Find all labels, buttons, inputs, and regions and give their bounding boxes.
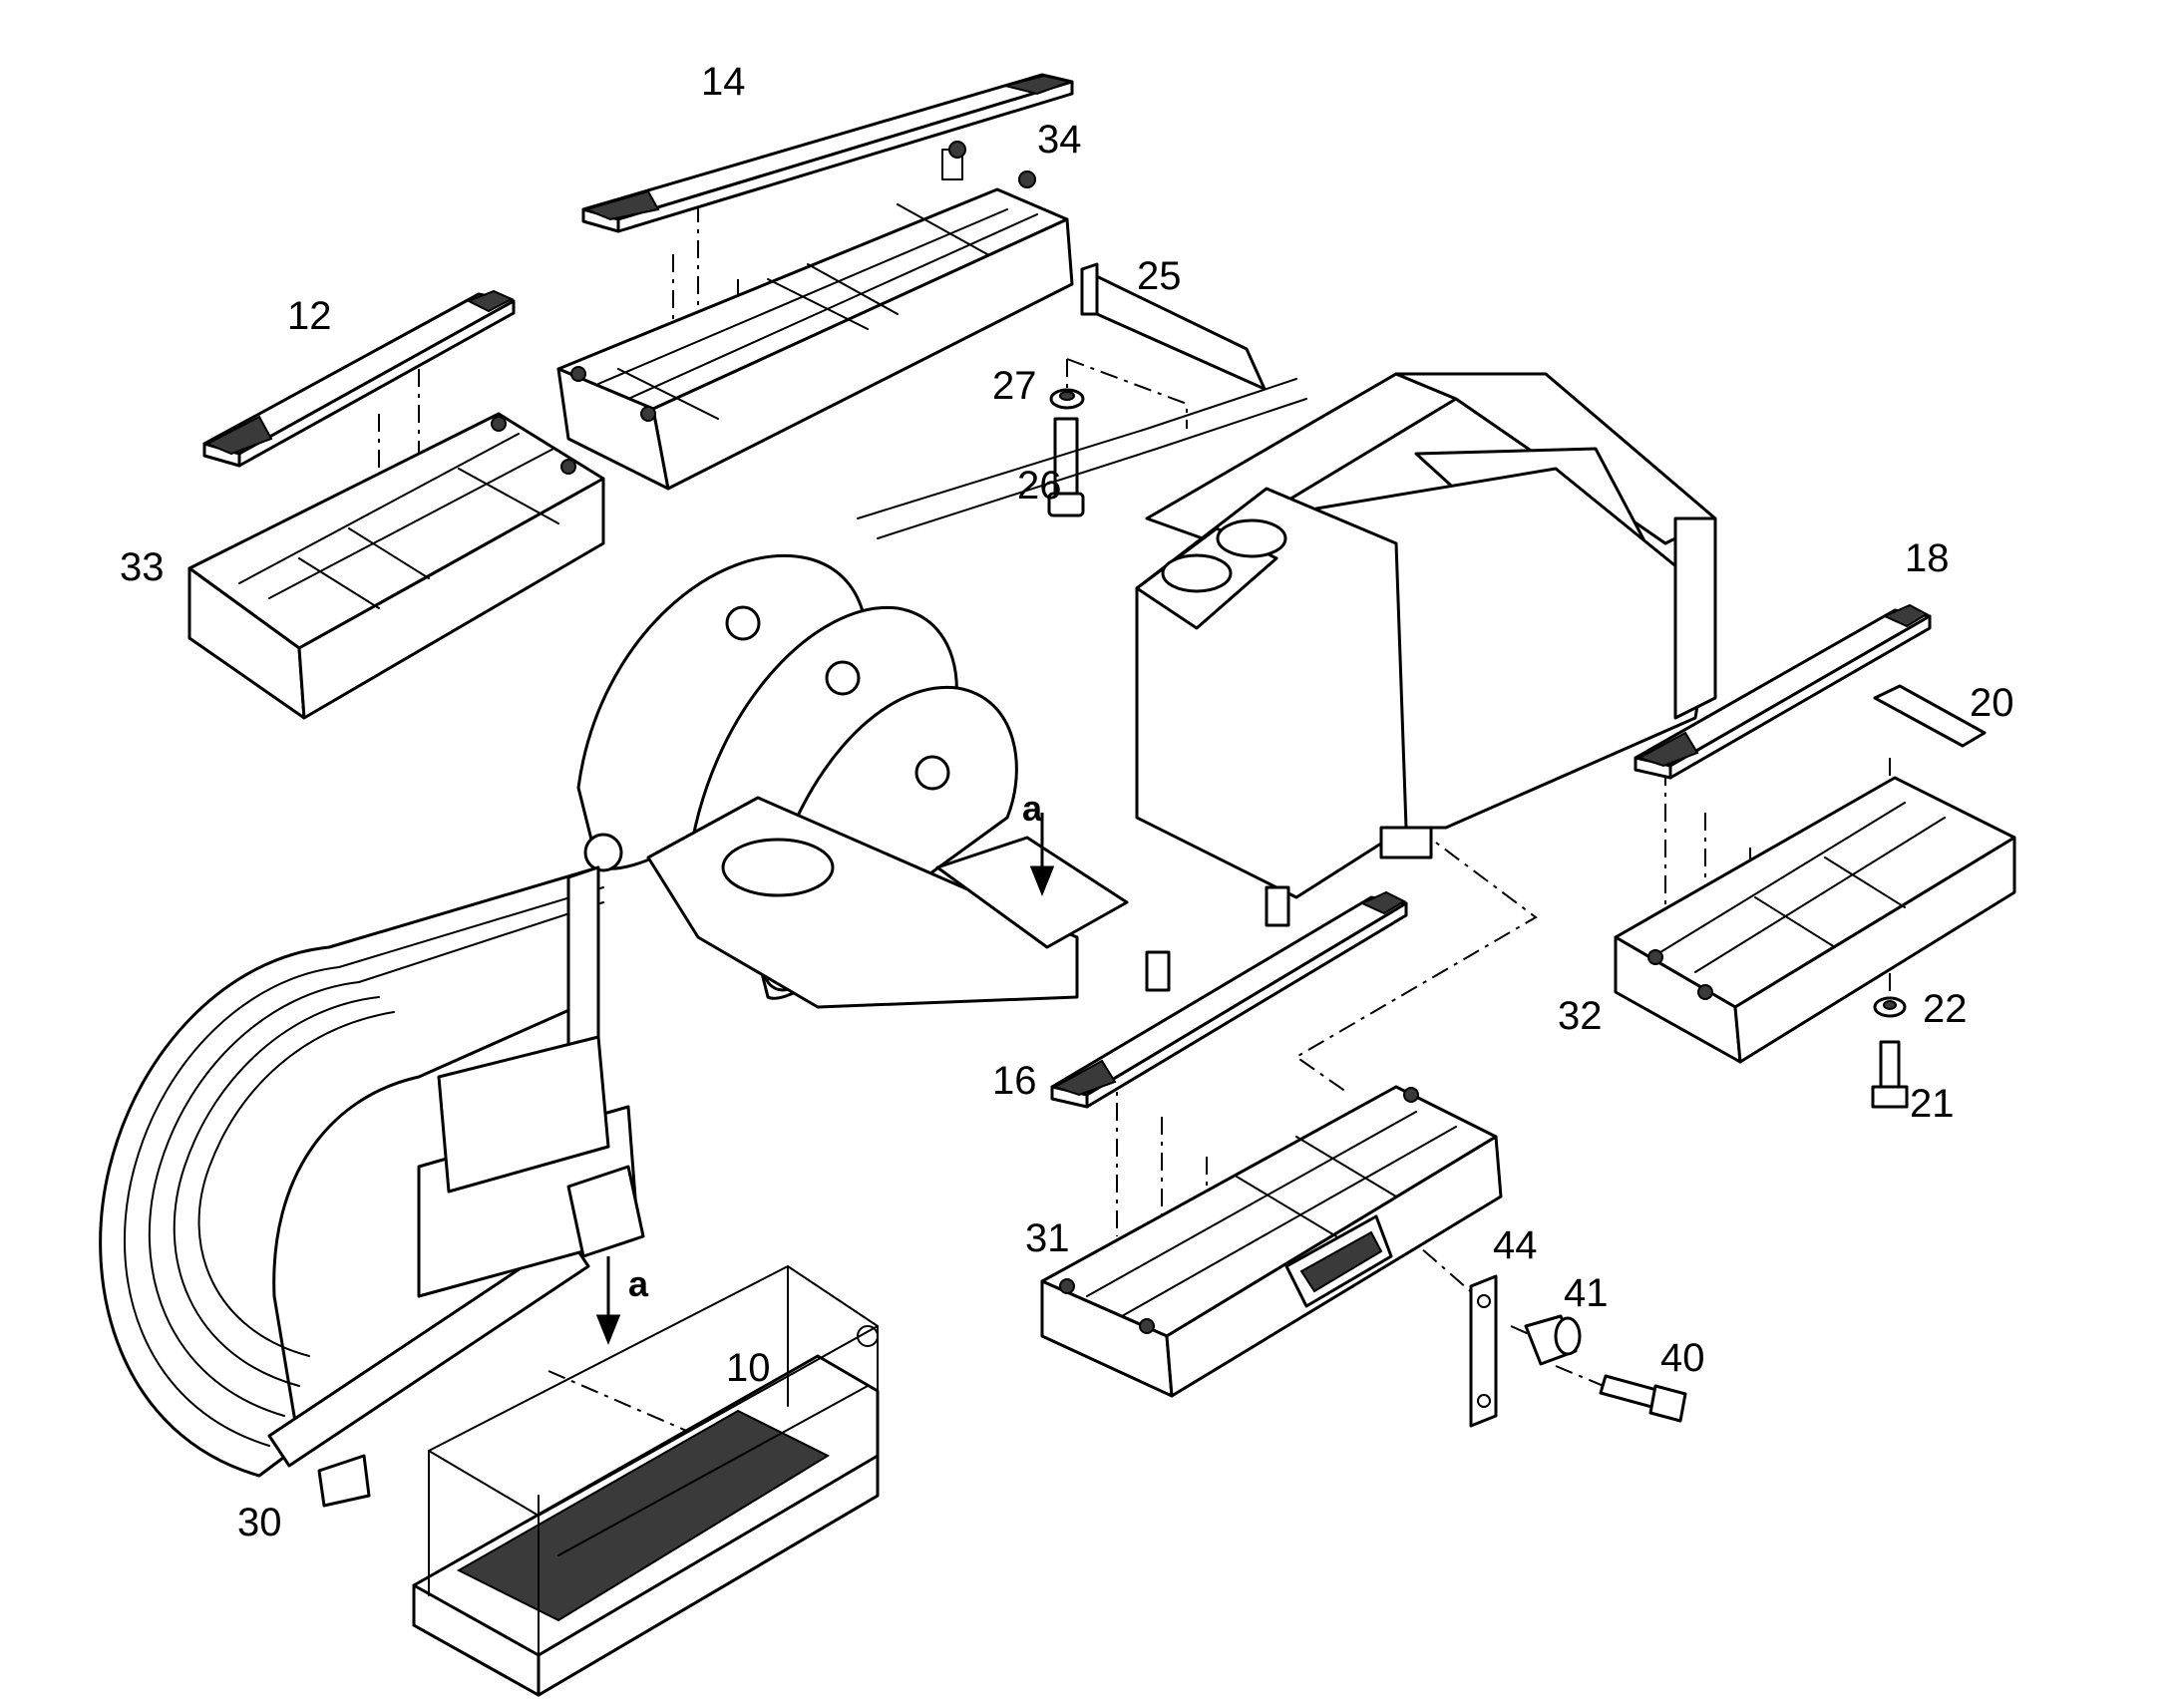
part-27-washer <box>1049 388 1085 410</box>
part-12-tread-plate <box>202 289 516 468</box>
callout-10: 10 <box>726 1346 771 1390</box>
part-14-tread-plate <box>581 73 1074 233</box>
callout-41: 41 <box>1564 1271 1609 1315</box>
callout-21: 21 <box>1910 1082 1955 1126</box>
callout-32: 32 <box>1558 994 1603 1038</box>
arrow-label-a-lower: a <box>628 1263 649 1304</box>
part-26-bolt <box>1047 417 1085 517</box>
callout-12: 12 <box>287 294 332 338</box>
callout-22: 22 <box>1923 987 1968 1031</box>
callout-16: 16 <box>992 1059 1037 1103</box>
callout-33: 33 <box>120 545 165 589</box>
part-31-step-box <box>1040 1085 1503 1398</box>
part-32-step-box <box>1614 776 2016 1064</box>
callout-27: 27 <box>992 364 1037 408</box>
callout-26: 26 <box>1017 464 1062 508</box>
callout-30: 30 <box>237 1501 282 1544</box>
part-22-washer <box>1873 996 1907 1018</box>
part-21-bolt <box>1871 1040 1909 1109</box>
part-30-guard-frame <box>99 865 645 1508</box>
callout-25: 25 <box>1137 254 1182 298</box>
callout-20: 20 <box>1970 681 2014 725</box>
part-16-tread-plate <box>1050 890 1408 1109</box>
part-10-step-platform <box>412 1265 880 1697</box>
part-34-step-box <box>556 141 1074 491</box>
part-44-strap <box>1469 1274 1498 1428</box>
callout-14: 14 <box>701 60 746 104</box>
callout-40: 40 <box>1660 1336 1705 1380</box>
callout-44: 44 <box>1493 1223 1538 1267</box>
callout-labels: 14 34 12 25 27 26 33 18 20 32 22 21 16 3… <box>120 60 2014 1544</box>
main-frame <box>576 372 1717 1009</box>
part-18-tread-plate <box>1634 603 1932 780</box>
callout-34: 34 <box>1037 118 1082 162</box>
callout-18: 18 <box>1905 536 1950 580</box>
callout-31: 31 <box>1025 1216 1070 1260</box>
arrow-label-a-upper: a <box>1022 788 1043 829</box>
part-33-step-box <box>187 412 605 720</box>
part-41-spacer <box>1524 1314 1582 1366</box>
part-40-bolt <box>1599 1374 1687 1423</box>
part-20-small-plate <box>1873 684 1987 748</box>
